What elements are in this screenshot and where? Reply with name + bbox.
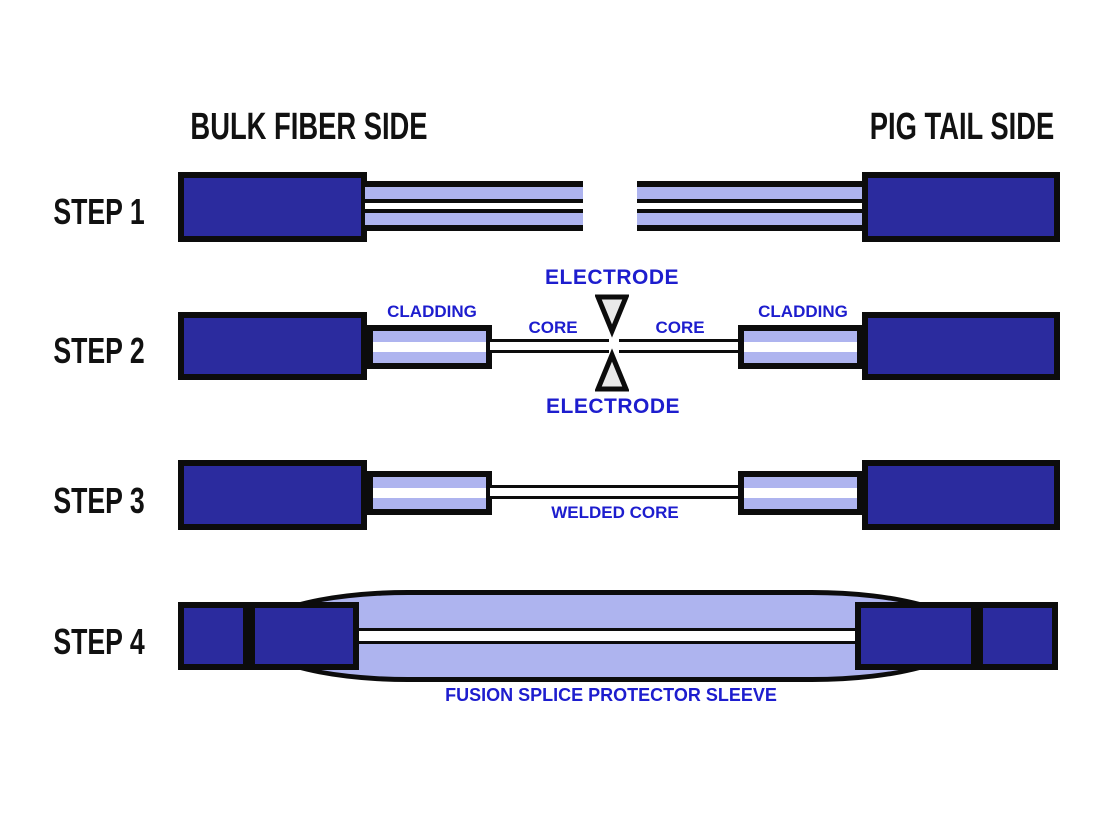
electrode-top-icon [595,294,629,338]
step-4-label: STEP 4 [53,621,145,662]
step3-left-cladding [367,471,492,515]
step1-bulk-cable-jacket [178,172,367,242]
step2-bulk-cable-jacket [178,312,367,380]
step1-left-fiber-ribbon [365,181,583,231]
step4-pigtail-jacket-inner [855,602,977,670]
step2-right-cladding [738,325,863,369]
step-3-label: STEP 3 [53,480,145,521]
electrode-bottom-icon [595,348,629,392]
step-1-label: STEP 1 [53,191,145,232]
welded-core-label: WELDED CORE [551,503,679,522]
step1-pigtail-cable-jacket [862,172,1060,242]
step2-pigtail-cable-jacket [862,312,1060,380]
step3-pigtail-cable-jacket [862,460,1060,530]
step4-spliced-fiber [357,628,855,644]
step4-bulk-jacket-outer [178,602,249,670]
cladding-right-label: CLADDING [758,302,848,321]
electrode-pair-icon [595,294,629,392]
bulk-fiber-side-title: BULK FIBER SIDE [190,106,428,148]
electrode-top-label: ELECTRODE [544,266,680,289]
core-right-label: CORE [655,318,705,337]
step3-bulk-cable-jacket [178,460,367,530]
step4-pigtail-jacket-outer [977,602,1058,670]
step2-right-bare-core [619,339,739,353]
step4-bulk-jacket-inner [249,602,359,670]
core-left-label: CORE [528,318,578,337]
electrode-bottom-label: ELECTRODE [545,395,681,418]
step3-right-cladding [738,471,863,515]
cladding-left-label: CLADDING [387,302,477,321]
pig-tail-side-title: PIG TAIL SIDE [869,106,1055,148]
step3-welded-core [490,485,740,499]
protector-sleeve-label: FUSION SPLICE PROTECTOR SLEEVE [445,685,777,705]
step2-left-bare-core [490,339,609,353]
step1-right-fiber-ribbon [637,181,862,231]
step2-left-cladding [367,325,492,369]
step-2-label: STEP 2 [53,330,145,371]
